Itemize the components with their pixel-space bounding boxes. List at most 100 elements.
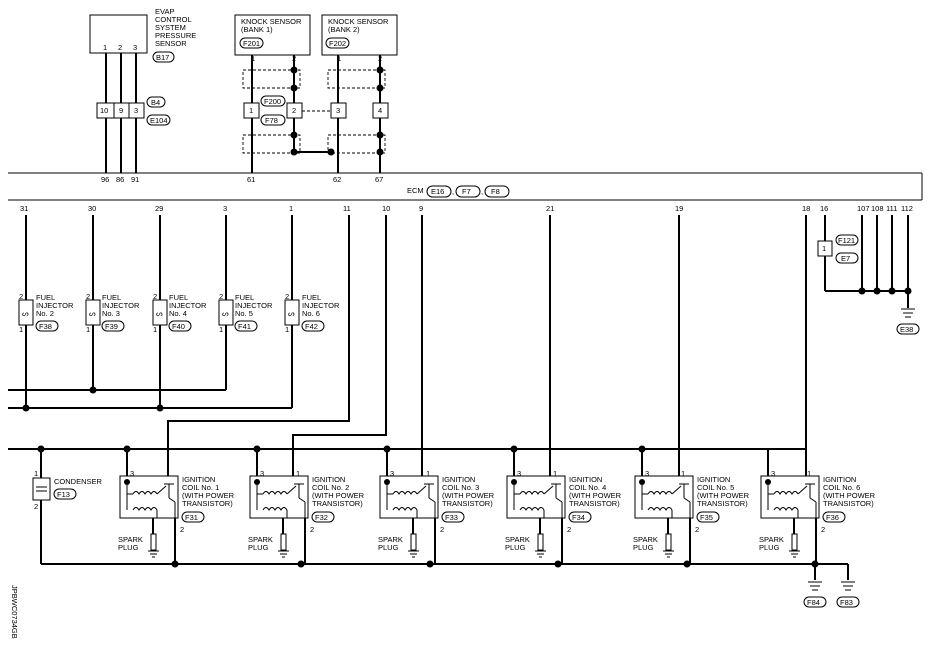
svg-text:,: ,: [452, 187, 454, 196]
ecm-pin: 67: [375, 175, 383, 184]
connector-f33: F33: [445, 513, 458, 522]
spark-plug-label: PLUG: [759, 543, 780, 552]
ecm-pin: 62: [333, 175, 341, 184]
ecm-ground-wiring: 1 F121 E7 E38: [817, 215, 920, 335]
coil-label-line: (WITH POWER: [823, 491, 876, 500]
spark-plug-label: SPARK: [118, 535, 143, 544]
svg-text:2: 2: [695, 525, 699, 534]
svg-text:1: 1: [807, 469, 811, 478]
svg-text:No. 3: No. 3: [102, 309, 120, 318]
svg-text:FUEL: FUEL: [102, 293, 121, 302]
svg-text:ᔕ: ᔕ: [288, 309, 295, 318]
coil-label-line: (WITH POWER: [312, 491, 365, 500]
pin-label: 1: [249, 106, 253, 115]
connector-block-b4: [96, 102, 145, 119]
connector-f7: F7: [462, 187, 471, 196]
connector-e38: E38: [900, 325, 913, 334]
connector-f34: F34: [572, 513, 585, 522]
coil-label-line: (WITH POWER: [697, 491, 750, 500]
coil-label-line: COIL No. 6: [823, 483, 860, 492]
connector-f42: F42: [305, 322, 318, 331]
svg-text:2: 2: [19, 292, 23, 301]
svg-text:No. 4: No. 4: [169, 309, 187, 318]
injector-3: ᔕ 2 1 FUEL INJECTOR No. 3 F39: [85, 292, 140, 334]
connector-badge: [239, 37, 264, 49]
svg-text:1: 1: [681, 469, 685, 478]
svg-text:3: 3: [130, 469, 134, 478]
coil-label-line: IGNITION: [442, 475, 475, 484]
diagram-code: JPBWC0734GB: [10, 585, 19, 639]
spark-plug-label: PLUG: [248, 543, 269, 552]
connector-f36: F36: [826, 513, 839, 522]
ecm-pin: 9: [419, 204, 423, 213]
svg-text:No. 2: No. 2: [36, 309, 54, 318]
coil-label-line: COIL No. 1: [182, 483, 219, 492]
svg-text:1: 1: [296, 469, 300, 478]
connector-f78: F78: [265, 116, 278, 125]
evap-label-line: SENSOR: [155, 39, 187, 48]
ecm-pin: 11: [343, 204, 351, 213]
connector-f32: F32: [315, 513, 328, 522]
svg-text:3: 3: [390, 469, 394, 478]
coil-label-line: TRANSISTOR): [312, 499, 363, 508]
spark-plug-label: SPARK: [248, 535, 273, 544]
spark-plug-label: PLUG: [505, 543, 526, 552]
ecm-pin: 86: [116, 175, 124, 184]
ground-f84: F84: [803, 581, 827, 608]
svg-text:1: 1: [166, 469, 170, 478]
connector-f38: F38: [39, 322, 52, 331]
ecm-pin: 21: [546, 204, 554, 213]
pin-label: 3: [134, 106, 138, 115]
svg-text:INJECTOR: INJECTOR: [302, 301, 340, 310]
pin-label: 2: [118, 43, 122, 52]
pin-label: 2: [292, 106, 296, 115]
ecm-pin: 1: [289, 204, 293, 213]
pin-label: 4: [378, 106, 382, 115]
connector-f202: F202: [329, 39, 346, 48]
coil-label-line: COIL No. 3: [442, 483, 479, 492]
ecm-pin: 16: [820, 204, 828, 213]
pin-label: 10: [100, 106, 108, 115]
spark-plug-label: PLUG: [633, 543, 654, 552]
spark-plug-label: SPARK: [633, 535, 658, 544]
svg-text:2: 2: [86, 292, 90, 301]
spark-plug-label: SPARK: [505, 535, 530, 544]
svg-text:FUEL: FUEL: [169, 293, 188, 302]
ecm-pin: 30: [88, 204, 96, 213]
svg-text:1: 1: [19, 325, 23, 334]
condenser: 1 2 CONDENSER F13: [32, 469, 103, 511]
connector-f35: F35: [700, 513, 713, 522]
svg-text:FUEL: FUEL: [36, 293, 55, 302]
connector-f201: F201: [243, 39, 260, 48]
coil-label-line: TRANSISTOR): [182, 499, 233, 508]
knock2-label: (BANK 2): [328, 25, 360, 34]
svg-text:2: 2: [821, 525, 825, 534]
svg-text:2: 2: [310, 525, 314, 534]
connector-f13: F13: [57, 490, 70, 499]
connector-b4: B4: [151, 98, 160, 107]
coil-label-line: IGNITION: [823, 475, 856, 484]
pin-label: 3: [133, 43, 137, 52]
svg-text:3: 3: [260, 469, 264, 478]
pin-label: 1: [103, 43, 107, 52]
evap-label-line: EVAP: [155, 7, 174, 16]
svg-text:INJECTOR: INJECTOR: [36, 301, 74, 310]
connector-badge: [146, 114, 171, 126]
svg-text:FUEL: FUEL: [235, 293, 254, 302]
connector-badge: [325, 37, 350, 49]
svg-text:,: ,: [481, 187, 483, 196]
connector-f41: F41: [238, 322, 251, 331]
svg-text:1: 1: [34, 469, 38, 478]
ignition-signal-wiring: [167, 215, 807, 482]
connector-badge: [146, 96, 166, 108]
ecm-pin: 112: [901, 204, 913, 213]
ecm-pin: 29: [155, 204, 163, 213]
svg-text:ᔕ: ᔕ: [22, 309, 29, 318]
pin-label: 3: [336, 106, 340, 115]
evap-label-line: CONTROL: [155, 15, 192, 24]
svg-text:2: 2: [285, 292, 289, 301]
